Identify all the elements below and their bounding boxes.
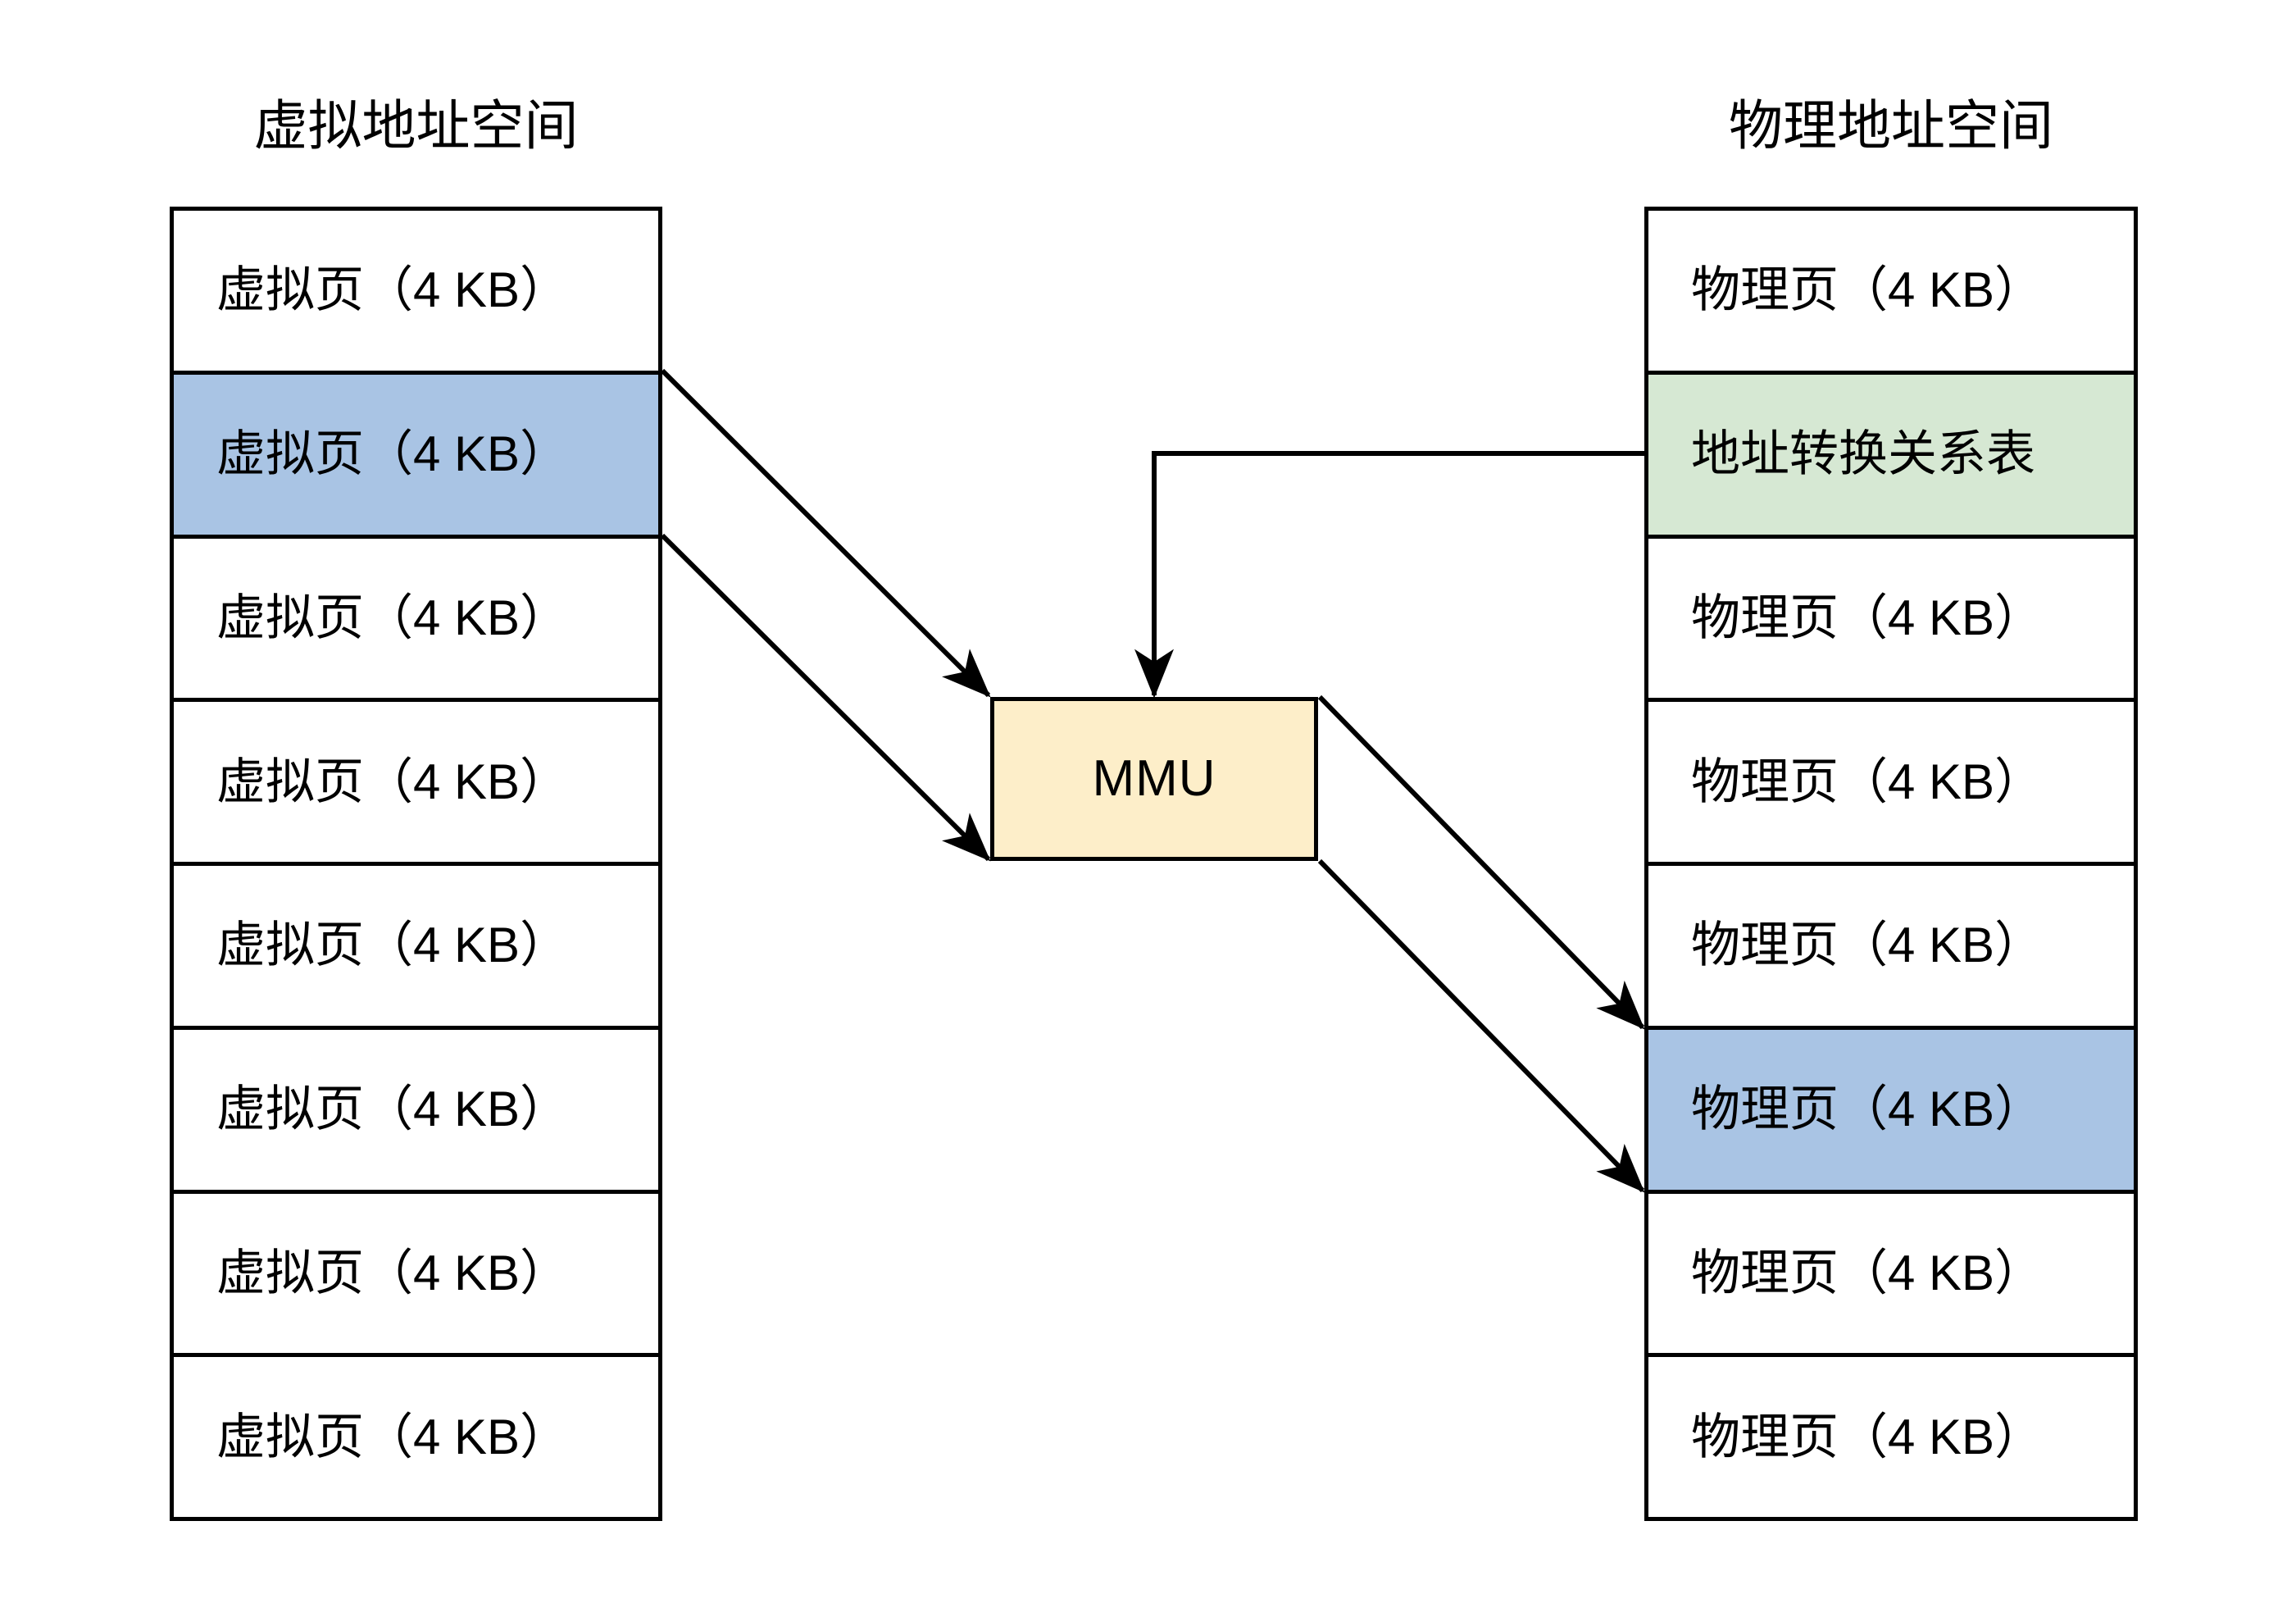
virtual-page-row-3[interactable]: 虚拟页（4 KB） <box>174 538 658 703</box>
physical-page-row-1[interactable]: 物理页（4 KB） <box>1648 211 2134 375</box>
arrow-mmu-to-physical-page-lower <box>1317 858 1645 1193</box>
virtual-page-label: 虚拟页（4 KB） <box>216 1245 570 1300</box>
virtual-page-row-4[interactable]: 虚拟页（4 KB） <box>174 702 658 866</box>
virtual-page-label: 虚拟页（4 KB） <box>216 262 570 318</box>
virtual-page-row-2-highlighted[interactable]: 虚拟页（4 KB） <box>174 374 658 539</box>
virtual-page-row-1[interactable]: 虚拟页（4 KB） <box>174 211 658 375</box>
physical-page-label: 物理页（4 KB） <box>1691 918 2044 973</box>
physical-space-title: 物理地址空间 <box>1729 95 2053 156</box>
physical-page-label: 物理页（4 KB） <box>1691 262 2044 318</box>
physical-page-label: 物理页（4 KB） <box>1691 1409 2044 1464</box>
arrow-mmu-to-physical-page-upper <box>1317 694 1645 1030</box>
physical-page-label: 物理页（4 KB） <box>1691 1245 2044 1300</box>
arrow-virtual-page-to-mmu-upper <box>660 368 991 698</box>
physical-page-row-7[interactable]: 物理页（4 KB） <box>1648 1193 2134 1358</box>
arrow-virtual-page-to-mmu-lower <box>660 533 991 862</box>
virtual-page-row-6[interactable]: 虚拟页（4 KB） <box>174 1029 658 1194</box>
virtual-page-label: 虚拟页（4 KB） <box>216 1082 570 1137</box>
physical-page-label: 物理页（4 KB） <box>1691 1082 2044 1137</box>
physical-page-row-5[interactable]: 物理页（4 KB） <box>1648 866 2134 1030</box>
physical-page-label: 物理页（4 KB） <box>1691 590 2044 645</box>
mmu-box[interactable]: MMU <box>990 697 1318 861</box>
virtual-page-label: 虚拟页（4 KB） <box>216 754 570 809</box>
virtual-page-row-8[interactable]: 虚拟页（4 KB） <box>174 1357 658 1517</box>
physical-page-row-8[interactable]: 物理页（4 KB） <box>1648 1357 2134 1517</box>
physical-address-space-column: 物理页（4 KB） 地址转换关系表 物理页（4 KB） 物理页（4 KB） 物理… <box>1644 207 2138 1521</box>
physical-page-label: 物理页（4 KB） <box>1691 754 2044 809</box>
mmu-label: MMU <box>1092 750 1216 807</box>
virtual-page-row-7[interactable]: 虚拟页（4 KB） <box>174 1193 658 1358</box>
virtual-page-label: 虚拟页（4 KB） <box>216 918 570 973</box>
virtual-page-label: 虚拟页（4 KB） <box>216 1409 570 1464</box>
physical-page-row-6-highlighted[interactable]: 物理页（4 KB） <box>1648 1029 2134 1194</box>
physical-page-row-3[interactable]: 物理页（4 KB） <box>1648 538 2134 703</box>
virtual-address-space-column: 虚拟页（4 KB） 虚拟页（4 KB） 虚拟页（4 KB） 虚拟页（4 KB） … <box>170 207 662 1521</box>
virtual-page-row-5[interactable]: 虚拟页（4 KB） <box>174 866 658 1030</box>
physical-page-row-4[interactable]: 物理页（4 KB） <box>1648 702 2134 866</box>
address-translation-table-label: 地址转换关系表 <box>1691 426 2035 482</box>
virtual-page-label: 虚拟页（4 KB） <box>216 426 570 482</box>
virtual-space-title: 虚拟地址空间 <box>253 95 579 156</box>
arrow-translation-table-to-mmu <box>1134 451 1644 699</box>
virtual-page-label: 虚拟页（4 KB） <box>216 590 570 645</box>
address-translation-table-row[interactable]: 地址转换关系表 <box>1648 374 2134 539</box>
